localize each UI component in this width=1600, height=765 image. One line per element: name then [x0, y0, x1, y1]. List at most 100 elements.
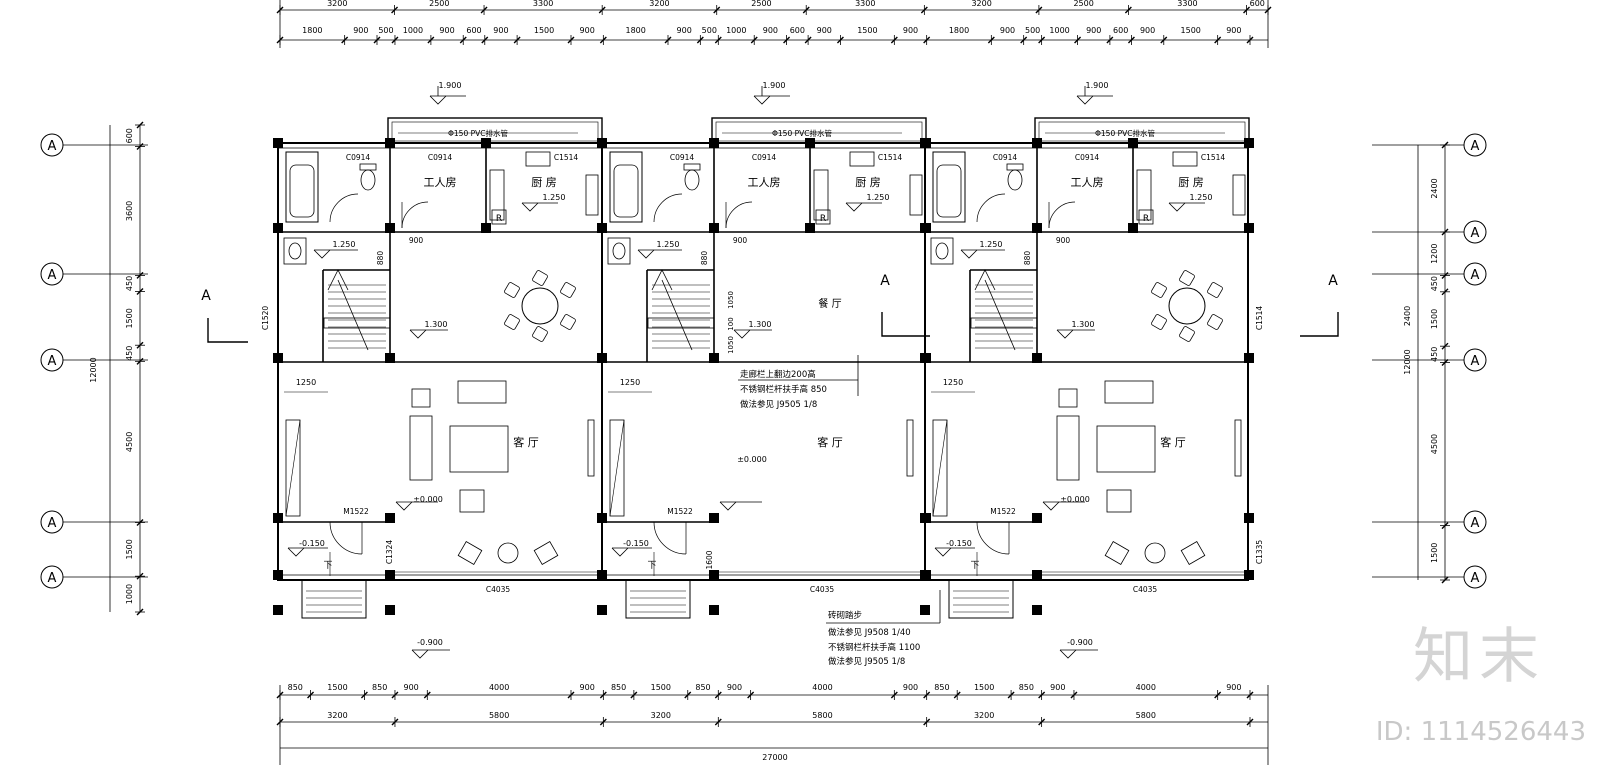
svg-text:做法参见 J9505 1/8: 做法参见 J9505 1/8 [740, 399, 817, 410]
dimension-label: 3600 [125, 201, 134, 221]
dimension-label: 600 [790, 26, 805, 35]
dimension-label: 4000 [812, 683, 832, 692]
section-mark-left: A [201, 288, 248, 343]
svg-text:做法参见 J9508 1/40: 做法参见 J9508 1/40 [828, 627, 911, 638]
window-label-c1324: C1324 [385, 540, 394, 565]
dimension-label: 1000 [1049, 26, 1069, 35]
dimension-bottom [276, 685, 1269, 765]
axis-label: A [48, 139, 57, 154]
dimension-label: 2500 [1073, 0, 1093, 8]
fridge-mark: R [820, 214, 826, 224]
window-label-side-right: C1514 [1255, 306, 1264, 331]
kitchen-label: 厨 房 [531, 176, 557, 189]
dimension-label: 1500 [974, 683, 994, 692]
dimension-1250: 1250 [620, 378, 640, 387]
dimension-label: 450 [125, 346, 134, 361]
dimension-label: 4500 [1430, 434, 1439, 454]
window-label-c1335: C1335 [1255, 540, 1264, 565]
elevation-dining: 1.300 [1072, 320, 1095, 329]
dimension-label: 1800 [302, 26, 322, 35]
svg-text:不锈钢栏杆扶手高 1100: 不锈钢栏杆扶手高 1100 [828, 642, 920, 653]
section-mark-middle: A [880, 273, 930, 337]
elevation-outside-left: -0.900 [411, 638, 450, 659]
living-label: 客 厅 [1160, 435, 1186, 449]
dimension-label: 3200 [649, 0, 669, 8]
dimension-label: 1800 [625, 26, 645, 35]
elevation-porch: -0.150 [299, 539, 325, 548]
dimension-label: 1500 [125, 539, 134, 559]
elevation-dining: 1.300 [425, 320, 448, 329]
servant-room-label: 工人房 [1071, 176, 1104, 189]
dimension-1250: 1250 [943, 378, 963, 387]
axis-label: A [48, 354, 57, 369]
dimension-label: 2400 [1430, 178, 1439, 198]
servant-room-label: 工人房 [748, 176, 781, 189]
elevation-porch: -0.150 [623, 539, 649, 548]
dimension-label: 1500 [651, 683, 671, 692]
window-label-kitchen: C1514 [1201, 153, 1226, 162]
dimension-label: 900 [677, 26, 692, 35]
dimension-label: 600 [1250, 0, 1265, 8]
window-label-bath: C0914 [993, 153, 1018, 162]
dimension-label: 450 [1430, 347, 1439, 362]
elevation-kitchen: 1.250 [1190, 193, 1213, 202]
axis-label: A [1471, 268, 1480, 283]
dimension-label: 3200 [327, 711, 347, 720]
dimension-label: 4500 [125, 432, 134, 452]
window-label-servant: C0914 [752, 153, 777, 162]
dimension-label: 1200 [1430, 244, 1439, 264]
dimension-label: 3200 [327, 0, 347, 8]
living-label: 客 厅 [817, 435, 843, 449]
dimension-label: 850 [1019, 683, 1034, 692]
dimension-label: 900 [903, 683, 918, 692]
dimension-label: 1500 [1430, 543, 1439, 563]
dimension-label: 3200 [651, 711, 671, 720]
dimension-label: 3300 [855, 0, 875, 8]
axis-label: A [48, 268, 57, 283]
dimension-label: 600 [1113, 26, 1128, 35]
dimension-label: 4000 [489, 683, 509, 692]
svg-text:走廊栏上翻边200高: 走廊栏上翻边200高 [740, 369, 816, 380]
dimension-label: 500 [378, 26, 393, 35]
dimension-label: 900 [1140, 26, 1155, 35]
window-label-side-left: C1520 [261, 306, 270, 331]
window-label-front: C4035 [810, 585, 835, 594]
pipe-note: Φ150 PVC排水管 [772, 128, 832, 138]
dimension-label: 900 [1086, 26, 1101, 35]
axis-label: A [1471, 571, 1480, 586]
dimension-label: 450 [125, 276, 134, 291]
elevation-porch: -0.150 [946, 539, 972, 548]
fridge-mark: R [496, 214, 502, 224]
kitchen-label: 厨 房 [1178, 176, 1204, 189]
svg-text:1050: 1050 [727, 291, 735, 309]
elevation-canopy: 1.900 [763, 81, 786, 90]
dimension-label: 600 [466, 26, 481, 35]
dimension-label: 1800 [949, 26, 969, 35]
svg-text:1050: 1050 [727, 336, 735, 354]
window-label-front: C4035 [1133, 585, 1158, 594]
dimension-label: 850 [695, 683, 710, 692]
dimension-left [109, 121, 145, 616]
dimension-880: 880 [700, 251, 709, 266]
door-dimension-900: 900 [733, 236, 748, 245]
dimension-label: 2500 [751, 0, 771, 8]
svg-text:100: 100 [727, 317, 735, 330]
svg-text:-0.900: -0.900 [1067, 638, 1093, 647]
dimension-880: 880 [1023, 251, 1032, 266]
dimension-label: 900 [493, 26, 508, 35]
dimension-label: 1500 [1430, 309, 1439, 329]
elevation-hall: 1.250 [657, 240, 680, 249]
axis-label: A [1471, 226, 1480, 241]
dimension-label: 850 [934, 683, 949, 692]
window-label-servant: C0914 [428, 153, 453, 162]
elevation-dining: 1.300 [749, 320, 772, 329]
dimension-label: 900 [1226, 683, 1241, 692]
